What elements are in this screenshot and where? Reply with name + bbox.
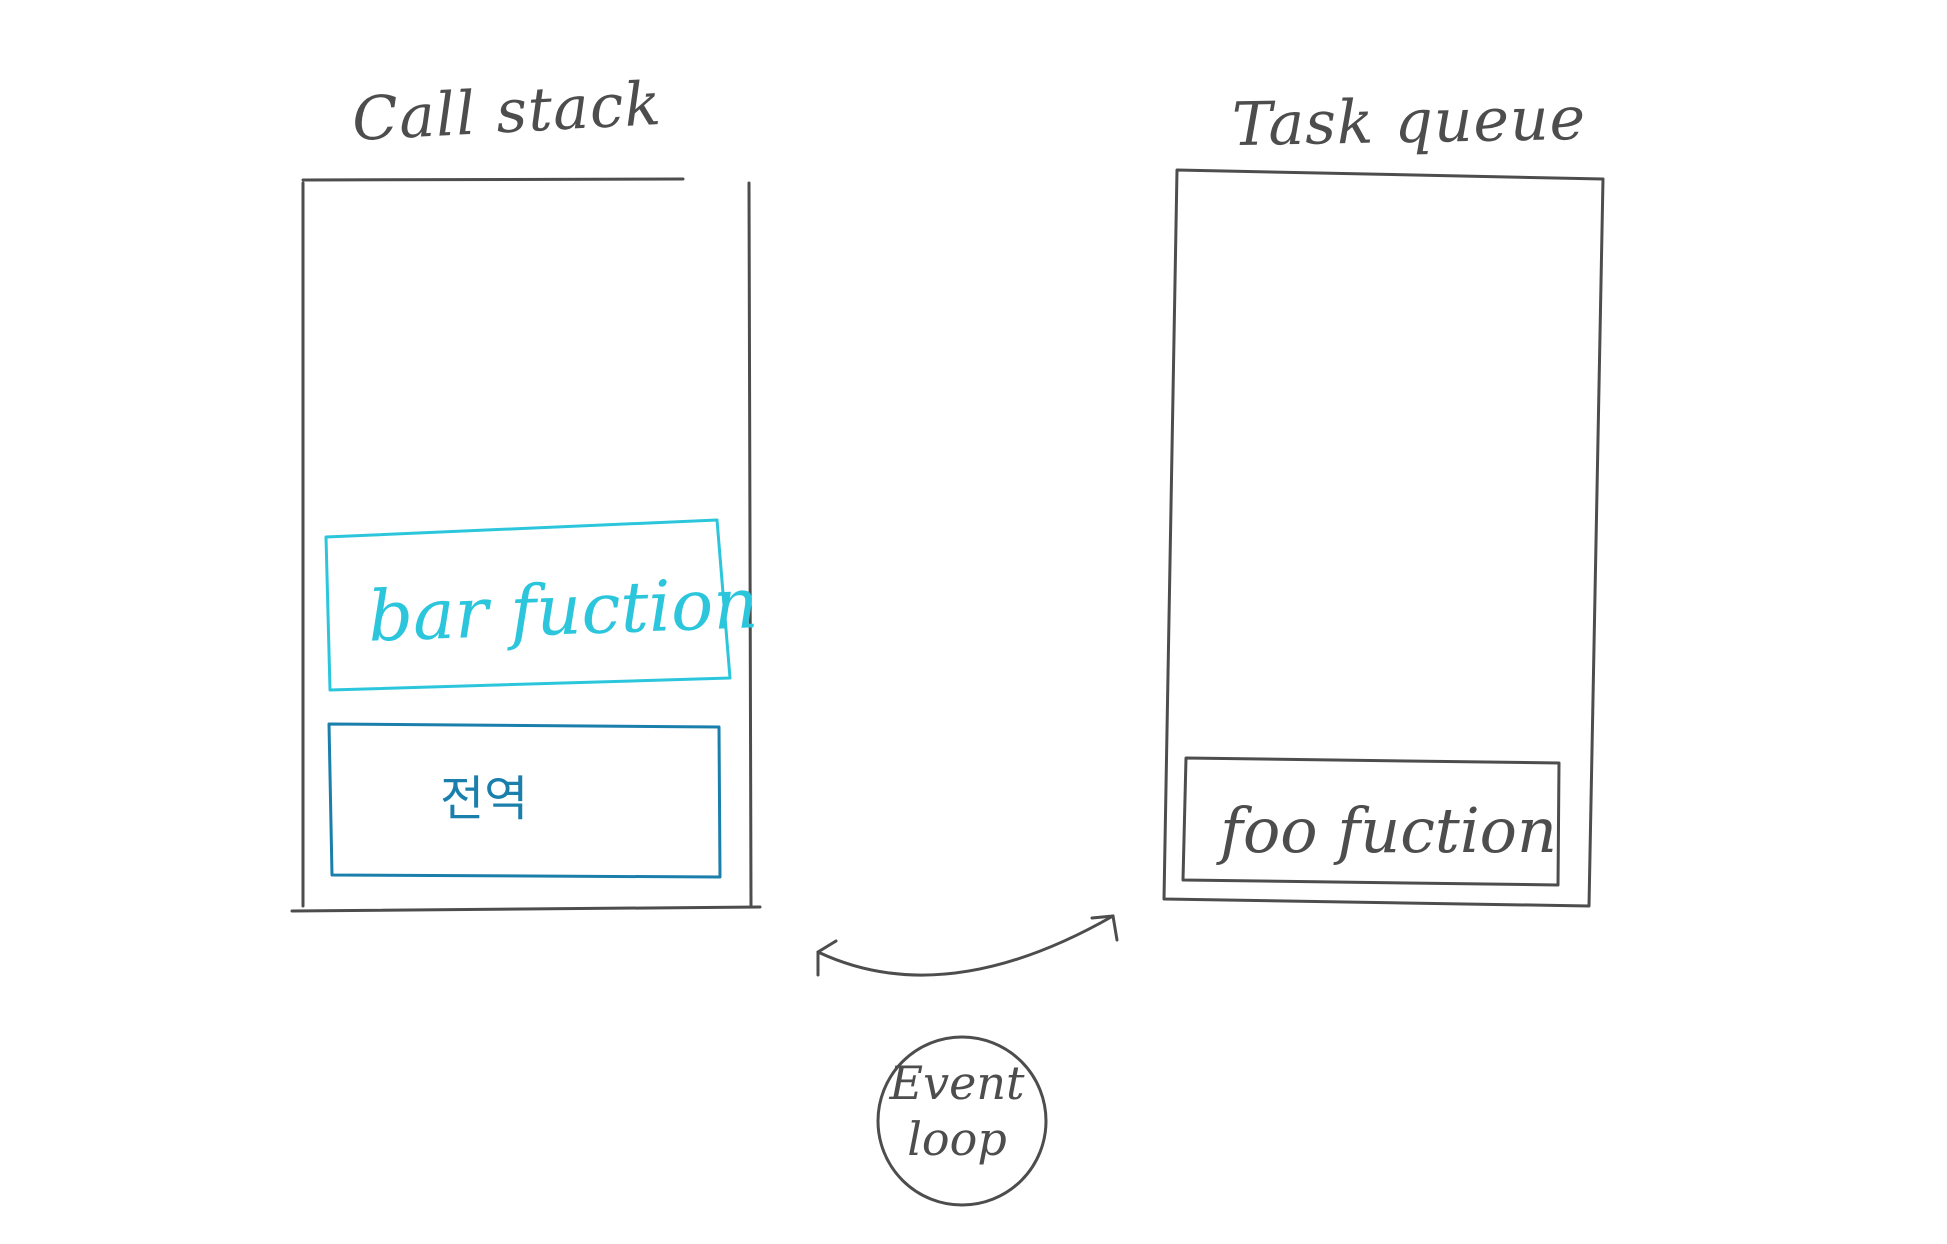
task-queue-title: Task queue [1231,83,1587,161]
call-stack-title: Call stack [350,68,664,156]
event-loop-circle [876,1035,1048,1207]
foo-function-label: foo fuction [1220,794,1557,867]
task-queue-container [1162,168,1605,908]
global-context-label: 전역 [440,771,529,827]
bar-function-label: bar fuction [366,562,760,658]
event-loop-arrow [816,914,1119,977]
foo-function-item [1181,756,1561,887]
bar-function-frame [324,518,732,692]
event-loop-line-1: Event [889,1056,1025,1110]
event-loop-label: Event loop [867,1055,1047,1167]
event-loop-line-2: loop [907,1112,1007,1166]
global-context-frame [327,722,722,879]
call-stack-container [290,177,762,913]
